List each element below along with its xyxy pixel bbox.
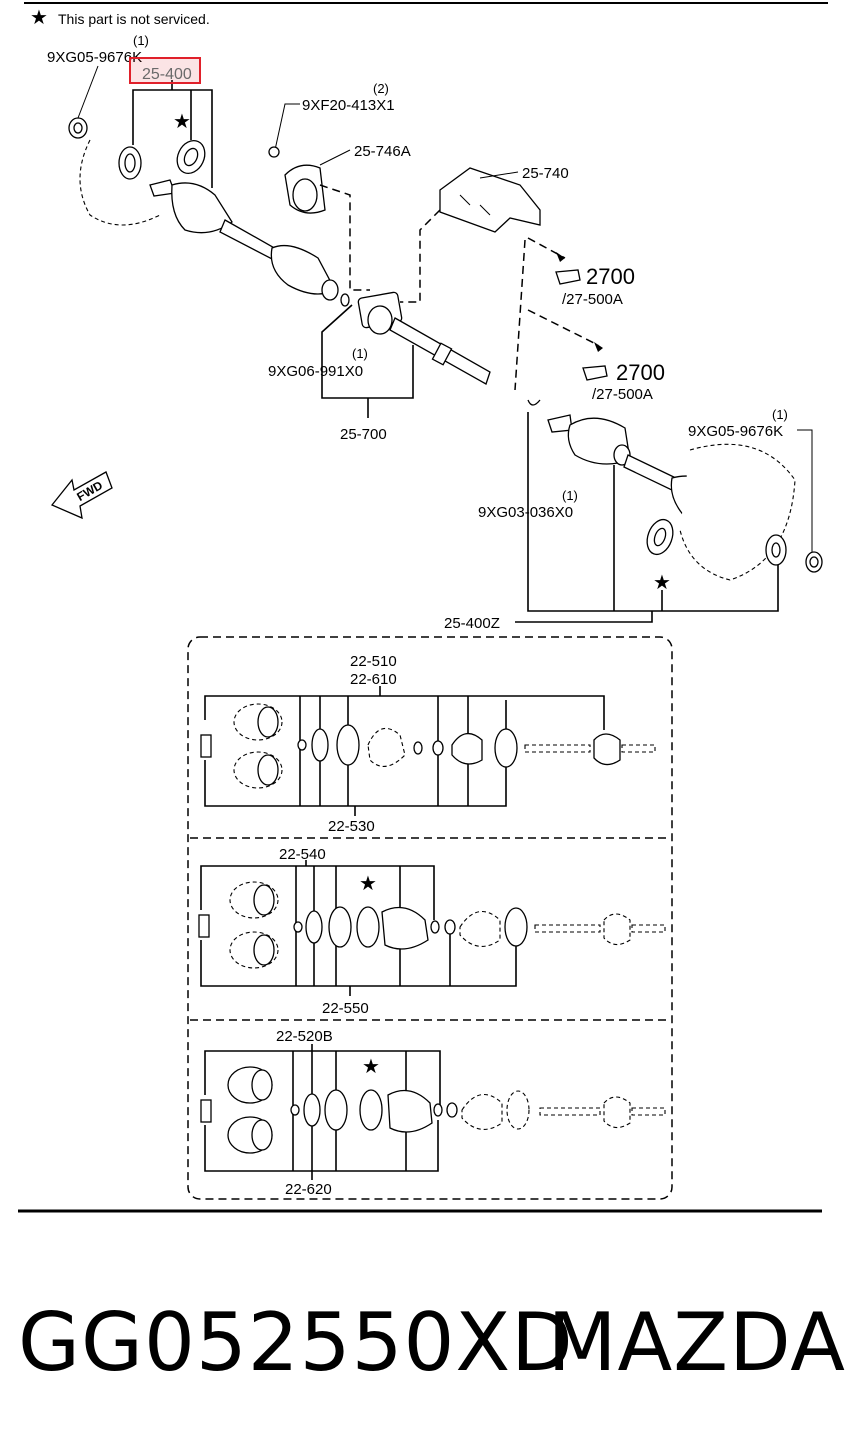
- label-22-520b[interactable]: 22-520B: [276, 1028, 333, 1045]
- left-hub-outline: [79, 139, 161, 226]
- kit-section-3: 22-520B 22-620 ★: [200, 1028, 666, 1198]
- star-kit-2: ★: [359, 873, 377, 895]
- label-25-400z[interactable]: 25-400Z: [444, 615, 500, 632]
- leader-25-740: [479, 171, 519, 179]
- label-22-610[interactable]: 22-610: [350, 671, 397, 688]
- left-ring-icon[interactable]: [118, 146, 142, 180]
- label-22-540[interactable]: 22-540: [279, 846, 326, 863]
- center-bearing-icon[interactable]: [357, 291, 403, 335]
- heat-shield-icon[interactable]: [439, 167, 541, 233]
- kit-section-2: 22-540 22-550 ★: [198, 846, 666, 1017]
- label-9xg05-right[interactable]: 9XG05-9676K: [688, 423, 783, 440]
- right-nut-icon[interactable]: [805, 551, 823, 573]
- label-22-510[interactable]: 22-510: [350, 653, 397, 670]
- leader-9xg05-left: [77, 65, 99, 119]
- label-27-500a-a[interactable]: /27-500A: [562, 291, 623, 308]
- label-25-746a[interactable]: 25-746A: [354, 143, 411, 160]
- kit-section-1: 22-510 22-610 22-530: [200, 653, 656, 835]
- left-inner-joint[interactable]: [270, 244, 336, 295]
- inner-boot-icon: [451, 733, 483, 765]
- left-shaft[interactable]: [219, 219, 279, 261]
- hand-icon-a: [555, 269, 581, 285]
- label-9xg06[interactable]: 9XG06-991X0: [268, 363, 363, 380]
- star-left: ★: [173, 111, 191, 133]
- label-9xg03-qty: (1): [562, 488, 578, 503]
- label-2700-a[interactable]: 2700: [586, 264, 635, 289]
- star-right: ★: [653, 572, 671, 594]
- leader-25-746a: [319, 149, 351, 166]
- bracket-25-700: [321, 304, 414, 399]
- label-2700-b[interactable]: 2700: [616, 360, 665, 385]
- left-abs-ring-icon[interactable]: [172, 136, 210, 178]
- right-abs-ring-icon[interactable]: [643, 516, 678, 558]
- highlight-box-25-400: [129, 57, 201, 84]
- label-9xg06-qty: (1): [352, 346, 368, 361]
- bracket-25-400: [132, 89, 213, 188]
- label-9xf20[interactable]: 9XF20-413X1: [302, 97, 395, 114]
- fwd-arrow-icon: FWD: [50, 471, 113, 520]
- note-text: This part is not serviced.: [58, 11, 210, 27]
- left-shaft-assembly: ★: [68, 65, 541, 418]
- left-outer-boot[interactable]: [171, 182, 233, 234]
- boot-band-icon-a: [336, 724, 360, 766]
- right-washer-icon[interactable]: [765, 534, 787, 566]
- star-kit-3: ★: [362, 1056, 380, 1078]
- label-9xf20-qty: (2): [373, 81, 389, 96]
- label-25-700[interactable]: 25-700: [340, 426, 387, 443]
- label-9xg05-left-qty: (1): [133, 33, 149, 48]
- boot-band-icon-b: [494, 728, 518, 768]
- support-band-icon[interactable]: [284, 164, 326, 214]
- bracket-25-400z: [527, 412, 779, 612]
- snap-ring-icon: [311, 728, 329, 762]
- label-22-620[interactable]: 22-620: [285, 1181, 332, 1198]
- left-nut-icon[interactable]: [68, 117, 88, 139]
- hand-icon-b: [582, 365, 608, 381]
- bolt-icon[interactable]: [268, 146, 280, 158]
- label-9xg05-left[interactable]: 9XG05-9676K: [47, 49, 142, 66]
- part-number: GG052550XD: [18, 1296, 574, 1389]
- label-9xg05-right-qty: (1): [772, 407, 788, 422]
- boot-kit-2-icon: [381, 906, 429, 950]
- right-clip-icon[interactable]: [527, 399, 541, 406]
- abs-ring-kit-2-icon: [356, 906, 380, 948]
- label-27-500a-b[interactable]: /27-500A: [592, 386, 653, 403]
- note-star: ★: [30, 7, 48, 29]
- leader-9xg05-right: [797, 429, 813, 552]
- brand-name: MAZDA: [547, 1296, 846, 1389]
- label-22-550[interactable]: 22-550: [322, 1000, 369, 1017]
- repair-kit-frame: [187, 636, 673, 1200]
- right-shaft-assembly: ★: [514, 237, 823, 623]
- label-25-400[interactable]: 25-400: [142, 66, 192, 83]
- label-22-530[interactable]: 22-530: [328, 818, 375, 835]
- outer-joint-icon: [593, 733, 621, 766]
- clip-icon[interactable]: [340, 293, 350, 307]
- leader-9xf20: [274, 103, 300, 151]
- label-25-740[interactable]: 25-740: [522, 165, 569, 182]
- label-9xg03[interactable]: 9XG03-036X0: [478, 504, 573, 521]
